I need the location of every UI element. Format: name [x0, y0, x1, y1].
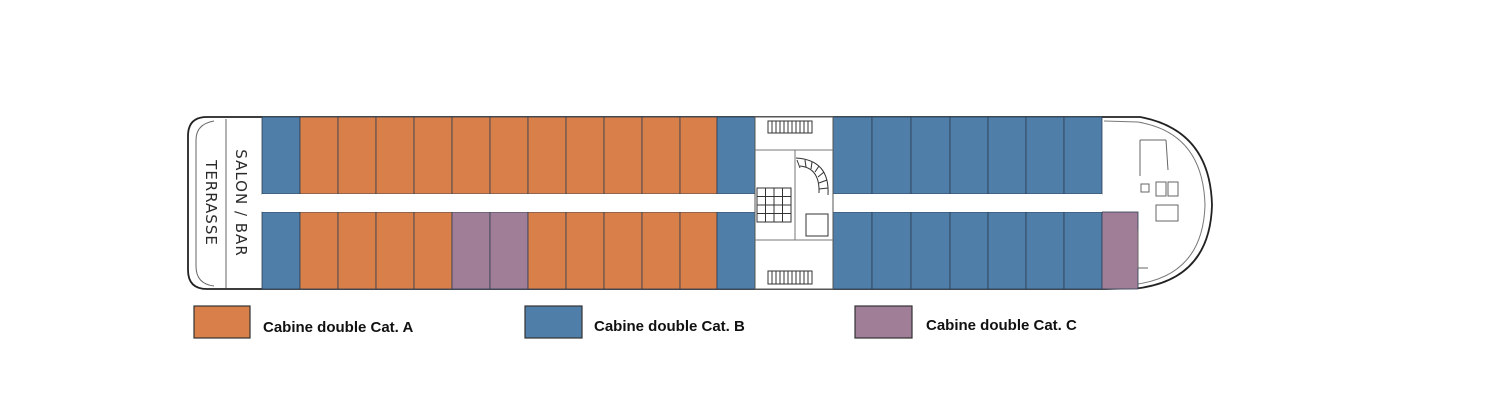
- spiral-staircase-icon: [795, 157, 829, 196]
- top-cabin-4-cat-a[interactable]: [375, 116, 415, 195]
- bottom-cabin-12-cat-a[interactable]: [679, 211, 718, 290]
- legend-swatch-cat-a: [193, 305, 251, 339]
- bottom-cabin-2-cat-a[interactable]: [299, 211, 339, 290]
- bottom-cabin-7-cat-c[interactable]: [489, 211, 529, 290]
- top-cabin-19-cat-b[interactable]: [987, 116, 1027, 195]
- top-cabin-12-cat-a[interactable]: [679, 116, 718, 195]
- bottom-cabin-9-cat-a[interactable]: [565, 211, 605, 290]
- elevator-icon: [805, 213, 829, 237]
- bottom-cabin-8-cat-a[interactable]: [527, 211, 567, 290]
- top-cabin-16-cat-b[interactable]: [871, 116, 912, 195]
- top-cabin-5-cat-a[interactable]: [413, 116, 453, 195]
- top-cabin-13-cat-b[interactable]: [716, 116, 756, 195]
- bottom-cabin-11-cat-a[interactable]: [641, 211, 681, 290]
- bottom-cabin-13-cat-b[interactable]: [716, 211, 756, 290]
- top-cabin-11-cat-a[interactable]: [641, 116, 681, 195]
- bottom-cabin-19-cat-b[interactable]: [987, 211, 1027, 290]
- top-cabin-row: [261, 116, 1103, 195]
- bottom-cabin-15-cat-b[interactable]: [832, 211, 873, 290]
- bottom-cabin-1-cat-b[interactable]: [261, 211, 301, 290]
- legend-label-cat-c: Cabine double Cat. C: [926, 317, 1077, 334]
- legend: Cabine double Cat. A Cabine double Cat. …: [193, 305, 1077, 339]
- top-cabin-15-cat-b[interactable]: [832, 116, 873, 195]
- bow-inner-line: [1103, 120, 1206, 286]
- salon-bar-label: SALON / BAR: [232, 149, 250, 256]
- legend-swatch-cat-c: [854, 305, 913, 339]
- bottom-cabin-17-cat-b[interactable]: [910, 211, 951, 290]
- top-cabin-8-cat-a[interactable]: [527, 116, 567, 195]
- bottom-cabin-3-cat-a[interactable]: [337, 211, 377, 290]
- top-grille-icon: [767, 120, 813, 134]
- stair-lobby: [754, 116, 834, 290]
- bottom-cabin-16-cat-b[interactable]: [871, 211, 912, 290]
- corridor: [262, 194, 1102, 212]
- top-cabin-6-cat-a[interactable]: [451, 116, 491, 195]
- bottom-cabin-21-cat-b[interactable]: [1063, 211, 1103, 290]
- top-cabin-7-cat-a[interactable]: [489, 116, 529, 195]
- top-cabin-3-cat-a[interactable]: [337, 116, 377, 195]
- bottom-cabin-10-cat-a[interactable]: [603, 211, 643, 290]
- top-cabin-21-cat-b[interactable]: [1063, 116, 1103, 195]
- top-cabin-1-cat-b[interactable]: [261, 116, 301, 195]
- top-cabin-2-cat-a[interactable]: [299, 116, 339, 195]
- bottom-grille-icon: [767, 270, 813, 285]
- legend-label-cat-a: Cabine double Cat. A: [263, 319, 413, 336]
- bottom-cabin-6-cat-c[interactable]: [451, 211, 491, 290]
- bottom-cabin-4-cat-a[interactable]: [375, 211, 415, 290]
- bow-wheelhouse: [1137, 139, 1179, 269]
- legend-label-cat-b: Cabine double Cat. B: [594, 318, 745, 335]
- bottom-cabin-22-cat-c[interactable]: [1101, 211, 1139, 290]
- bottom-cabin-5-cat-a[interactable]: [413, 211, 453, 290]
- bottom-cabin-20-cat-b[interactable]: [1025, 211, 1065, 290]
- bottom-cabin-18-cat-b[interactable]: [949, 211, 989, 290]
- legend-swatch-cat-b: [524, 305, 583, 339]
- stair-grid-icon: [756, 187, 792, 223]
- top-cabin-20-cat-b[interactable]: [1025, 116, 1065, 195]
- stern-inner-line: [195, 120, 215, 287]
- top-cabin-17-cat-b[interactable]: [910, 116, 951, 195]
- top-cabin-18-cat-b[interactable]: [949, 116, 989, 195]
- top-cabin-9-cat-a[interactable]: [565, 116, 605, 195]
- top-cabin-10-cat-a[interactable]: [603, 116, 643, 195]
- terrasse-label: TERRASSE: [202, 159, 220, 246]
- bottom-cabin-row: [261, 211, 1139, 290]
